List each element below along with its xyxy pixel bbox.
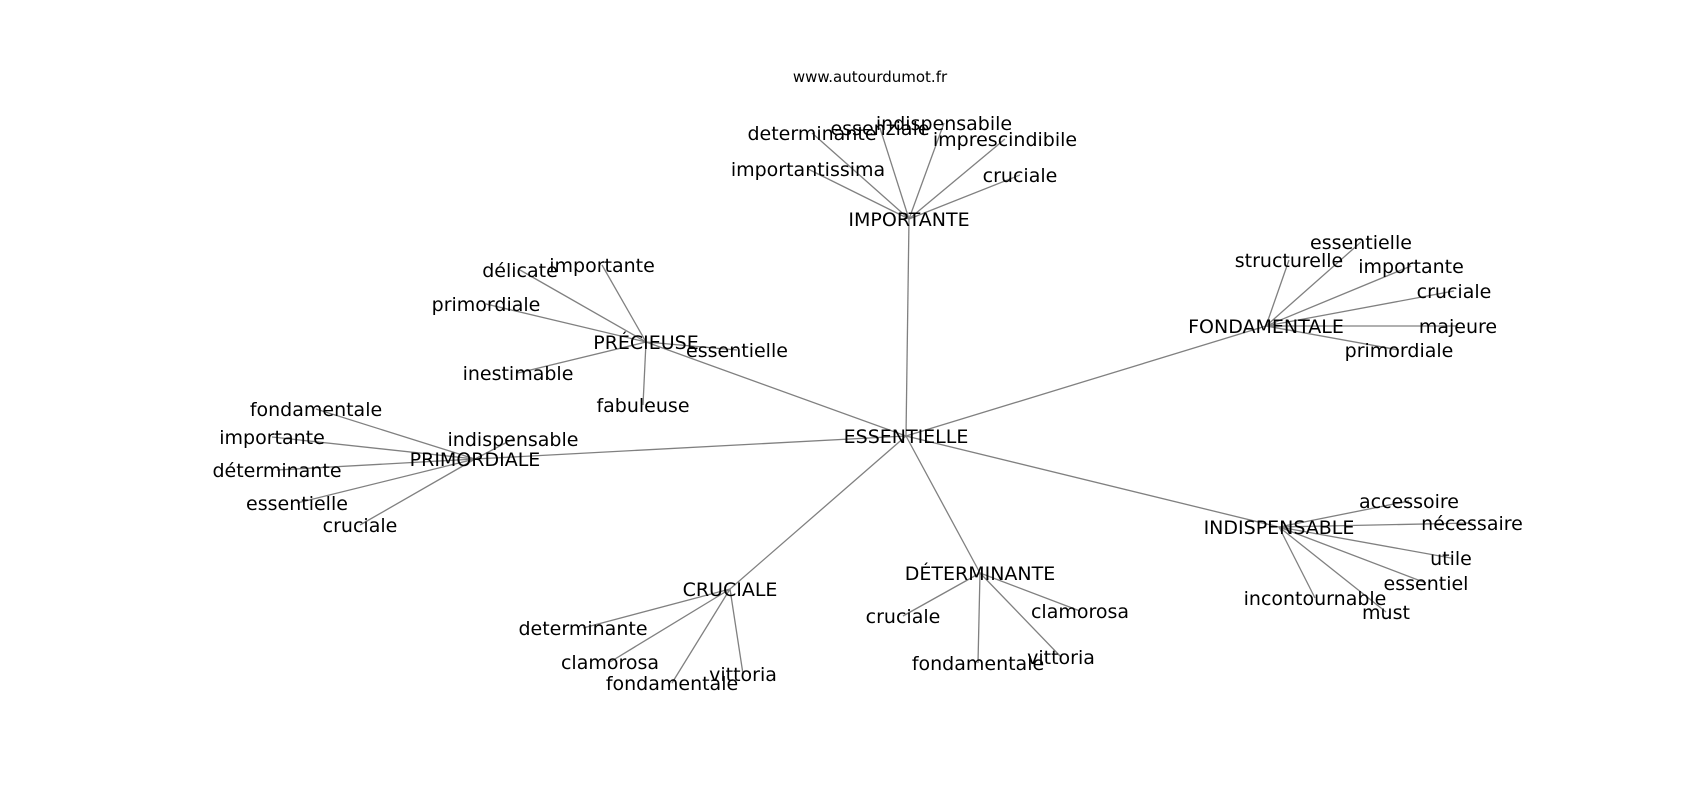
edge-primordiale-to-determinante xyxy=(276,458,476,471)
leaf-node-precieuse-inestimable[interactable]: inestimable xyxy=(463,363,574,385)
edge-root-to-determinante xyxy=(905,435,981,574)
leaf-node-determinante-clamorosa[interactable]: clamorosa xyxy=(1031,601,1129,623)
leaf-node-determinante-cruciale[interactable]: cruciale xyxy=(866,606,941,628)
leaf-node-importante-cruciale[interactable]: cruciale xyxy=(983,165,1058,187)
edge-indispensable-to-essentiel xyxy=(1278,526,1427,584)
edge-indispensable-to-necessaire xyxy=(1278,522,1473,528)
leaf-node-precieuse-primordiale[interactable]: primordiale xyxy=(432,294,541,316)
edge-root-to-cruciale xyxy=(729,435,907,590)
edge-determinante-to-fondamentale xyxy=(977,572,981,664)
leaf-node-precieuse-fabuleuse[interactable]: fabuleuse xyxy=(596,395,689,417)
edge-fondamentale-to-importante xyxy=(1265,265,1412,327)
leaf-node-cruciale-vittoria[interactable]: vittoria xyxy=(709,664,777,686)
leaf-node-fondamentale-essentielle[interactable]: essentielle xyxy=(1310,232,1412,254)
leaf-node-determinante-vittoria[interactable]: vittoria xyxy=(1027,647,1095,669)
leaf-node-indispensable-incontournable[interactable]: incontournable xyxy=(1244,588,1387,610)
edge-root-to-precieuse xyxy=(645,341,907,437)
edge-indispensable-to-must xyxy=(1278,526,1387,613)
edge-indispensable-to-utile xyxy=(1278,526,1452,559)
leaf-node-indispensable-utile[interactable]: utile xyxy=(1430,548,1472,570)
leaf-node-fondamentale-primordiale[interactable]: primordiale xyxy=(1345,340,1454,362)
edge-primordiale-to-indispensable xyxy=(474,438,514,460)
edge-precieuse-to-inestimable xyxy=(517,341,647,374)
edge-cruciale-to-vittoria xyxy=(729,588,744,675)
leaf-node-importante-imprescindibile[interactable]: imprescindibile xyxy=(933,129,1077,151)
hub-node-determinante[interactable]: DÉTERMINANTE xyxy=(905,562,1055,585)
edge-primordiale-to-importante xyxy=(271,436,476,460)
leaf-node-importante-importantissima[interactable]: importantissima xyxy=(731,159,885,181)
leaf-node-primordiale-indispensable[interactable]: indispensable xyxy=(448,429,579,451)
leaf-node-primordiale-importante[interactable]: importante xyxy=(219,427,325,449)
hub-node-fondamentale[interactable]: FONDAMENTALE xyxy=(1188,316,1344,338)
edge-primordiale-to-essentielle xyxy=(296,458,476,504)
leaf-node-primordiale-essentielle[interactable]: essentielle xyxy=(246,493,348,515)
leaf-node-cruciale-clamorosa[interactable]: clamorosa xyxy=(561,652,659,674)
leaf-node-fondamentale-structurelle[interactable]: structurelle xyxy=(1235,250,1343,272)
edge-precieuse-to-importante xyxy=(601,264,647,343)
edge-importante-to-importantissima xyxy=(807,168,910,220)
edge-precieuse-to-fabuleuse xyxy=(642,341,647,406)
leaf-node-cruciale-fondamentale[interactable]: fondamentale xyxy=(606,673,738,695)
leaf-node-importante-indispensabile[interactable]: indispensabile xyxy=(876,113,1012,135)
leaf-node-indispensable-must[interactable]: must xyxy=(1362,602,1410,624)
edge-precieuse-to-delicate xyxy=(519,269,647,343)
hub-node-precieuse[interactable]: PRÉCIEUSE xyxy=(593,331,699,354)
leaf-node-indispensable-essentiel[interactable]: essentiel xyxy=(1384,573,1469,595)
leaf-node-fondamentale-majeure[interactable]: majeure xyxy=(1419,316,1497,338)
edge-indispensable-to-incontournable xyxy=(1278,526,1316,599)
leaf-node-determinante-fondamentale[interactable]: fondamentale xyxy=(912,653,1044,675)
leaf-node-precieuse-delicate[interactable]: délicate xyxy=(482,260,558,282)
edge-root-to-indispensable xyxy=(905,435,1280,528)
leaf-node-importante-determinante[interactable]: determinante xyxy=(747,123,876,145)
edge-root-to-fondamentale xyxy=(905,325,1267,437)
hub-node-importante[interactable]: IMPORTANTE xyxy=(848,209,969,231)
edge-determinante-to-vittoria xyxy=(979,572,1062,658)
leaf-node-primordiale-fondamentale[interactable]: fondamentale xyxy=(250,399,382,421)
edge-fondamentale-to-structurelle xyxy=(1265,259,1290,327)
edge-importante-to-determinante xyxy=(811,132,910,220)
edge-cruciale-to-clamorosa xyxy=(609,588,731,663)
edge-importante-to-cruciale xyxy=(908,174,1021,220)
leaf-node-primordiale-determinante[interactable]: déterminante xyxy=(212,460,341,482)
hub-node-primordiale[interactable]: PRIMORDIALE xyxy=(410,449,541,471)
edge-layer xyxy=(271,122,1473,684)
leaf-node-cruciale-determinante[interactable]: determinante xyxy=(518,618,647,640)
leaf-node-fondamentale-cruciale[interactable]: cruciale xyxy=(1417,281,1492,303)
edge-precieuse-to-essentielle xyxy=(645,341,738,351)
root-node[interactable]: ESSENTIELLE xyxy=(844,426,969,448)
edge-importante-to-essenziale xyxy=(879,127,910,220)
watermark-text: www.autourdumot.fr xyxy=(793,68,948,86)
hub-node-indispensable[interactable]: INDISPENSABLE xyxy=(1204,517,1355,539)
edge-fondamentale-to-essentielle xyxy=(1265,241,1362,327)
hub-node-cruciale[interactable]: CRUCIALE xyxy=(683,579,778,601)
leaf-node-fondamentale-importante[interactable]: importante xyxy=(1358,256,1464,278)
edge-fondamentale-to-primordiale xyxy=(1265,325,1400,351)
edge-primordiale-to-fondamentale xyxy=(315,408,476,460)
edge-root-to-importante xyxy=(905,218,910,437)
leaf-node-indispensable-necessaire[interactable]: nécessaire xyxy=(1421,513,1523,535)
edge-primordiale-to-cruciale xyxy=(359,458,476,526)
edge-indispensable-to-accessoire xyxy=(1278,500,1410,528)
edge-determinante-to-cruciale xyxy=(902,572,981,617)
edge-cruciale-to-determinante xyxy=(582,588,731,629)
leaf-node-primordiale-cruciale[interactable]: cruciale xyxy=(323,515,398,537)
leaf-node-importante-essenziale[interactable]: essenziale xyxy=(830,118,929,140)
edge-importante-to-imprescindibile xyxy=(908,138,1006,220)
edge-root-to-primordiale xyxy=(474,435,907,460)
edge-determinante-to-clamorosa xyxy=(979,572,1081,612)
leaf-node-indispensable-accessoire[interactable]: accessoire xyxy=(1359,491,1459,513)
label-layer: ESSENTIELLEIMPORTANTEdeterminanteessenzi… xyxy=(212,113,1522,695)
leaf-node-precieuse-essentielle[interactable]: essentielle xyxy=(686,340,788,362)
edge-fondamentale-to-cruciale xyxy=(1265,290,1455,327)
edge-precieuse-to-primordiale xyxy=(485,303,647,343)
edge-cruciale-to-fondamentale xyxy=(671,588,731,684)
leaf-node-precieuse-importante[interactable]: importante xyxy=(549,255,655,277)
edge-importante-to-indispensabile xyxy=(908,122,945,220)
